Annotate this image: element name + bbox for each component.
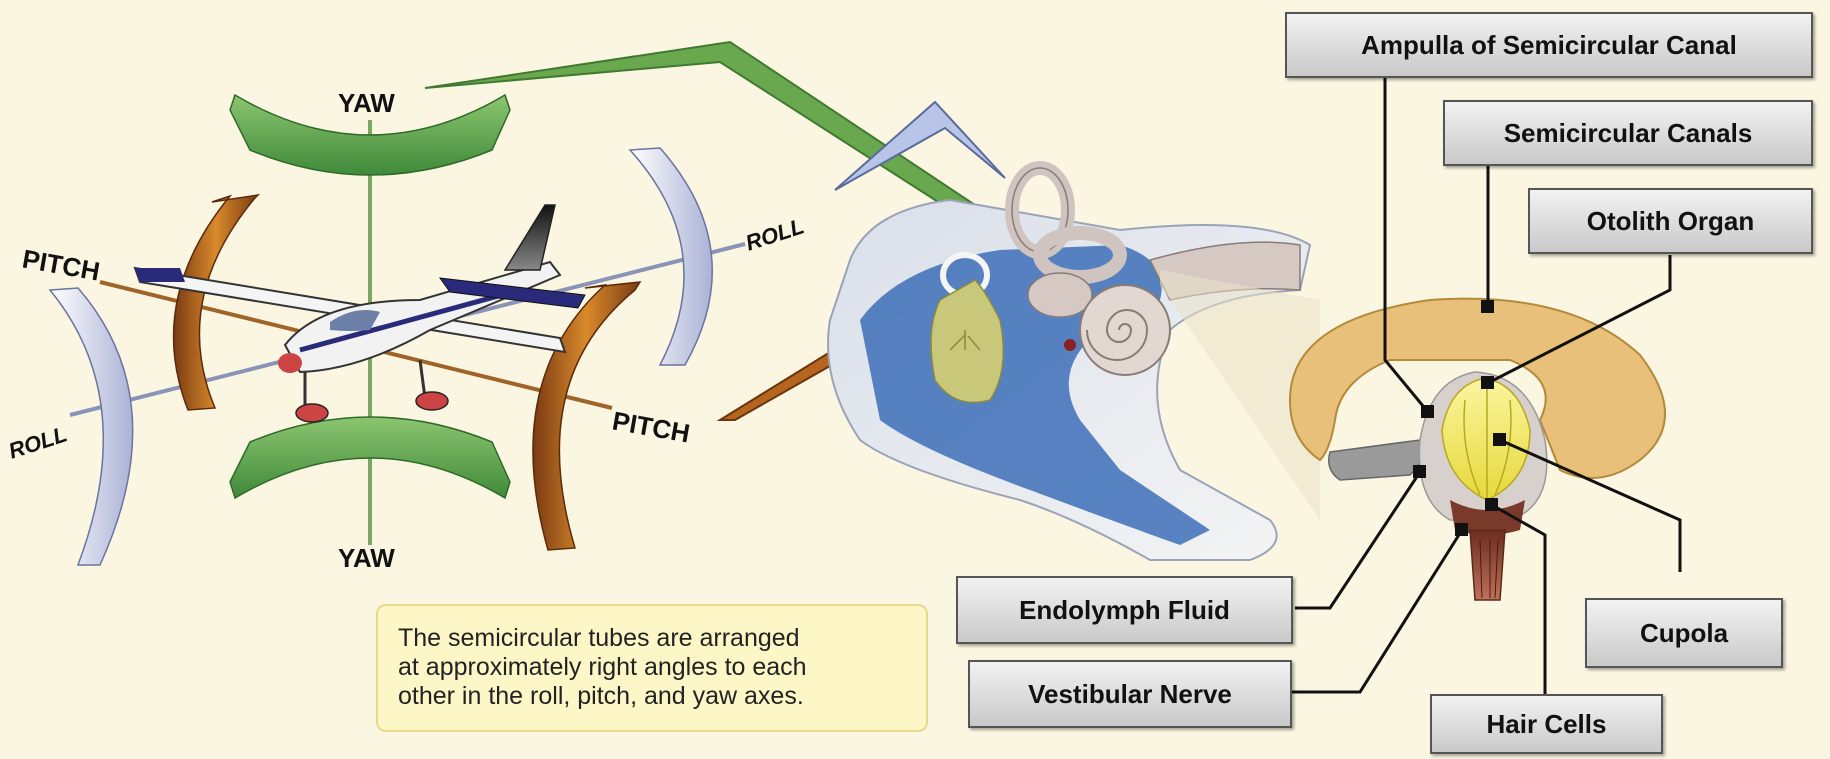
- cupola-callout: Cupola: [1585, 598, 1783, 668]
- semicircular-canals-callout: Semicircular Canals: [1443, 100, 1813, 166]
- explanation-note: The semicircular tubes are arranged at a…: [376, 604, 928, 732]
- yaw-top-label: YAW: [338, 88, 395, 119]
- otolith-organ-callout: Otolith Organ: [1528, 188, 1813, 254]
- ampulla-callout: Ampulla of Semicircular Canal: [1285, 12, 1813, 78]
- endolymph-fluid-callout: Endolymph Fluid: [956, 576, 1293, 644]
- ampulla-cross-section: [1290, 299, 1665, 600]
- note-line-1: The semicircular tubes are arranged: [398, 624, 906, 653]
- hair-cells-callout: Hair Cells: [1430, 694, 1663, 754]
- roll-arrow-right: [630, 148, 712, 365]
- note-line-2: at approximately right angles to each: [398, 653, 906, 682]
- vestibular-nerve-callout: Vestibular Nerve: [968, 660, 1292, 728]
- yaw-bottom-label: YAW: [338, 543, 395, 574]
- note-line-3: other in the roll, pitch, and yaw axes.: [398, 682, 906, 711]
